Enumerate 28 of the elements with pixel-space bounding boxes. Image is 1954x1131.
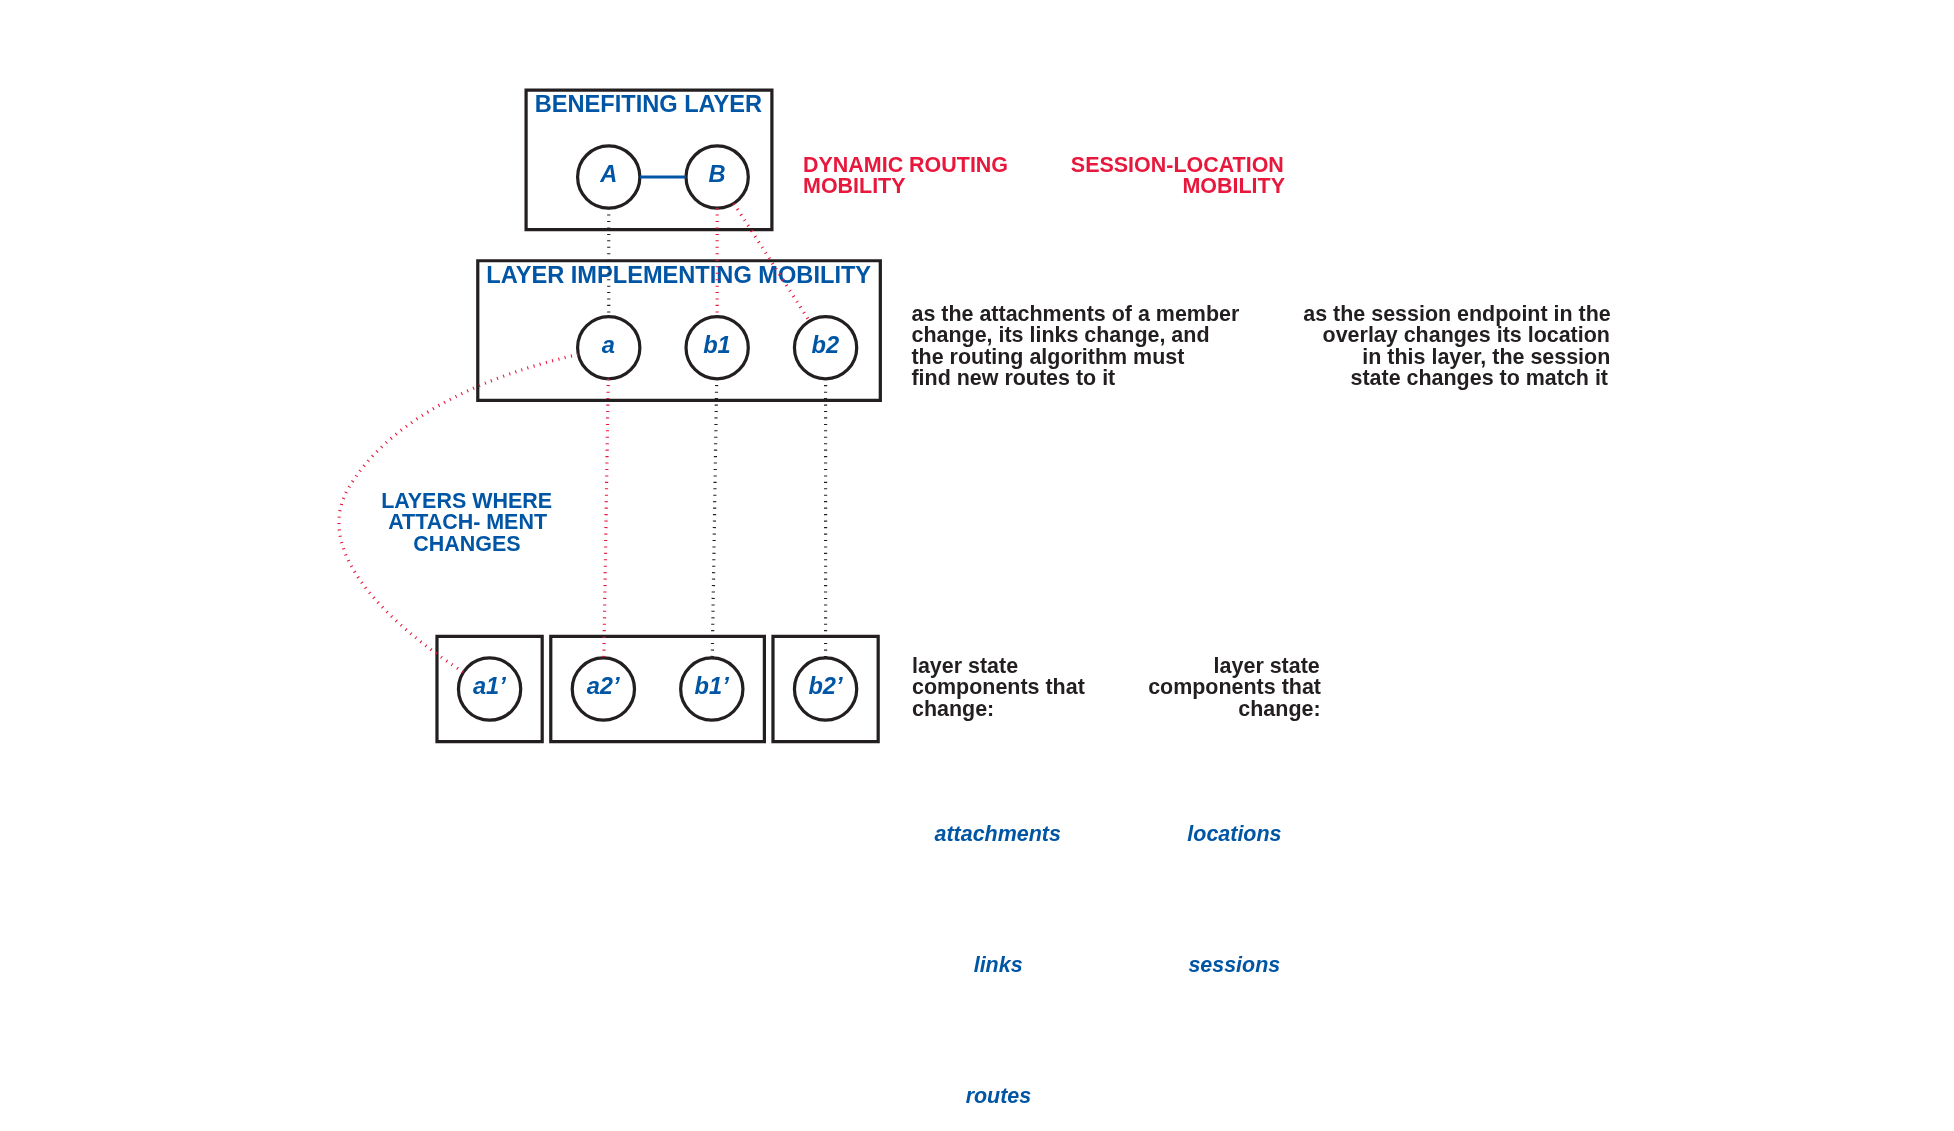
label: DYNAMIC ROUTING MOBILITY [802, 152, 1008, 199]
label: links [973, 953, 1023, 978]
node-circle: B [683, 144, 750, 210]
node-circle: a [575, 314, 641, 381]
label: LAYERS WHERE ATTACH- MENT CHANGES [380, 488, 552, 556]
label: sessions [1187, 953, 1280, 978]
cluster [434, 634, 544, 744]
connector [639, 175, 686, 179]
label: layer state components that change: [911, 653, 1085, 721]
node-circle: a2’ [570, 656, 636, 722]
node-circle: b2’ [792, 656, 858, 722]
node-circle: b2 [792, 314, 858, 381]
label: as the session endpoint in the overlay changes its location in this layer, the session state changes to match it [1302, 301, 1611, 391]
label: layer state components that change: [1147, 653, 1321, 721]
label: routes [965, 1084, 1031, 1109]
connector [732, 202, 811, 322]
connector [601, 378, 610, 658]
cluster [548, 634, 766, 744]
node-circle: A [575, 144, 641, 210]
label: locations [1186, 822, 1281, 847]
connector [337, 352, 578, 674]
node-circle: b1’ [678, 656, 745, 722]
cluster [770, 634, 880, 744]
node-circle: a1’ [456, 656, 522, 722]
label: as the attachments of a member change, its links change, and the routing algorithm must find new routes to it [910, 301, 1239, 391]
label: attachments [934, 822, 1061, 847]
node-circle: b1 [683, 314, 750, 381]
label: SESSION-LOCATION MOBILITY [1070, 152, 1285, 199]
